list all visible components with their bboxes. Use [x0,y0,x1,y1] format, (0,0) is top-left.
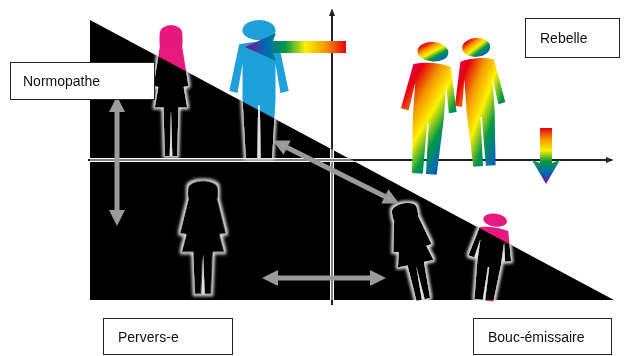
quadrant-label: Bouc-émissaire [488,329,584,345]
label-box: Pervers-e [103,318,233,355]
label-box: Rebelle [525,18,620,58]
shadow-silhouettes [154,20,518,304]
label-box: Normopathe [10,62,155,100]
quadrant-label: Rebelle [540,30,587,46]
rainbow-arrow [532,128,560,184]
quadrant-label: Pervers-e [118,329,179,345]
rainbow-arrow [245,33,346,61]
grey-double-arrows [117,104,392,278]
silhouettes [154,20,518,304]
quadrant-label: Normopathe [23,73,100,89]
label-box: Bouc-émissaire [473,318,612,355]
